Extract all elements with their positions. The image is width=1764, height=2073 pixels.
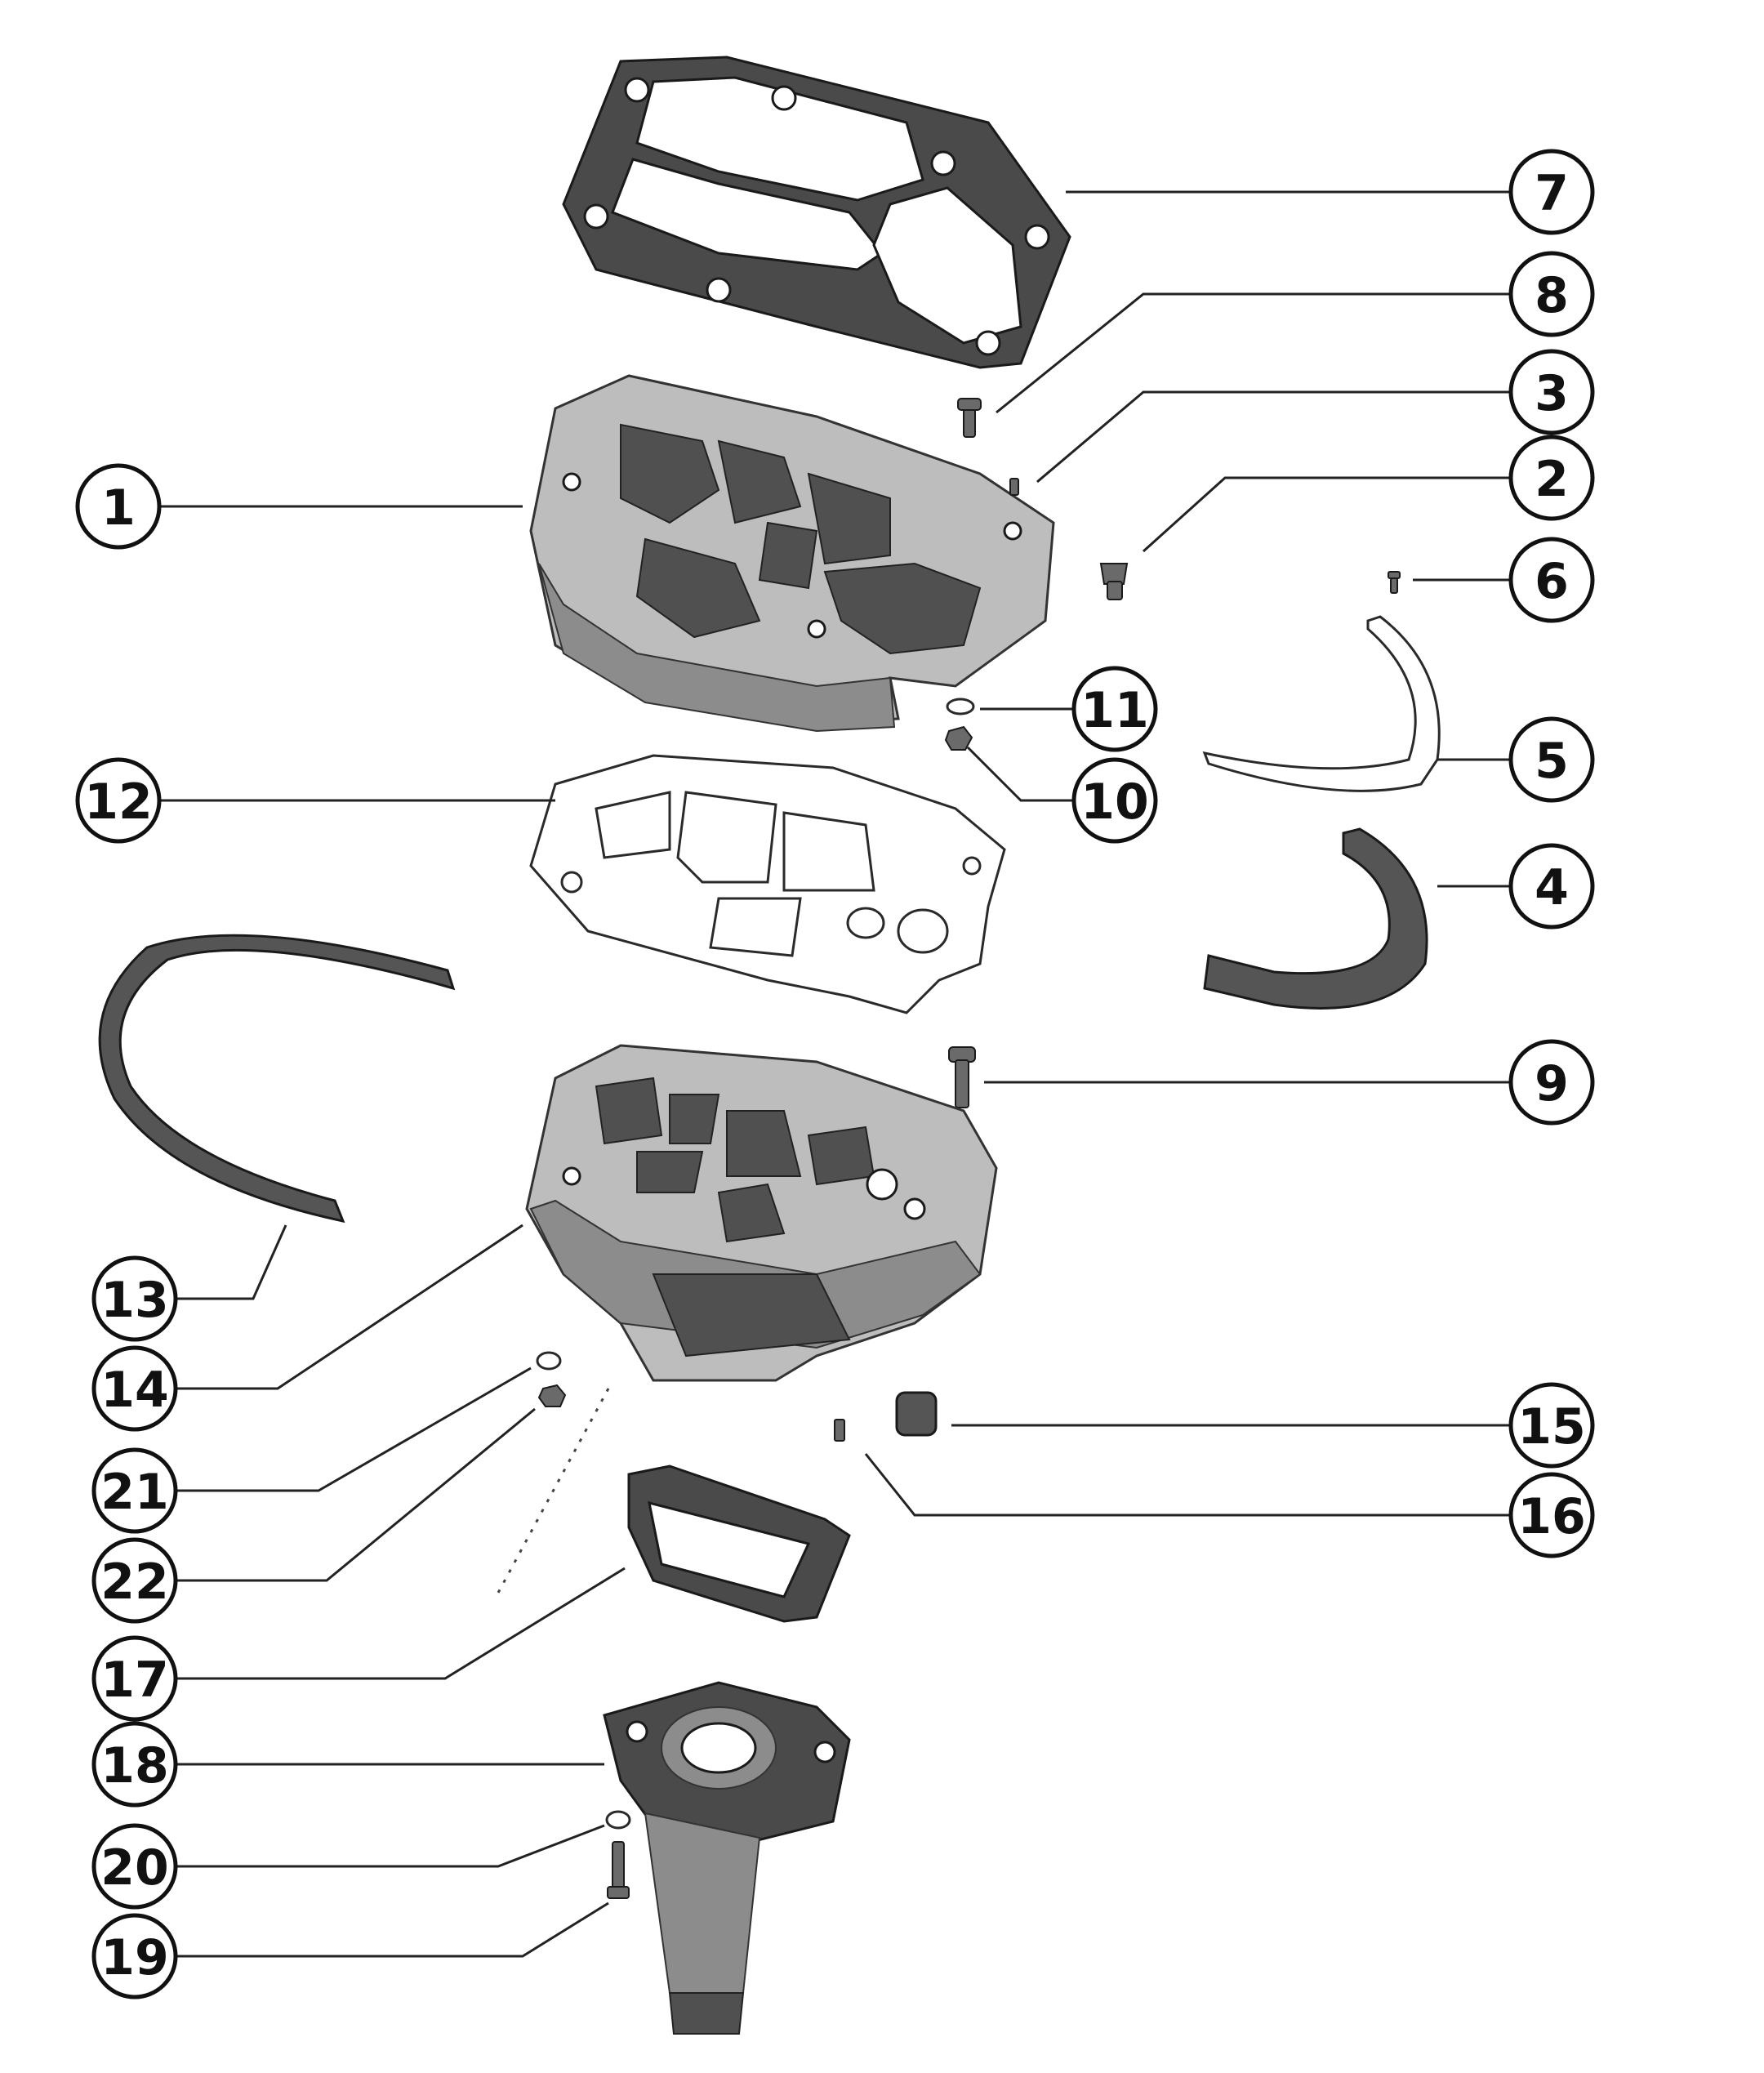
svg-text:6: 6: [1535, 553, 1569, 610]
callout-2: 2: [1508, 435, 1595, 521]
leader-20: [176, 1824, 605, 1868]
leader-2: [1142, 476, 1511, 553]
leader-22: [176, 1407, 536, 1582]
callout-20: 20: [91, 1823, 178, 1910]
leader-lines: [159, 190, 1511, 1958]
leader-19: [176, 1901, 609, 1958]
leader-14: [176, 1224, 523, 1390]
callout-13: 13: [91, 1255, 178, 1342]
part-17-small-gasket: [627, 1464, 851, 1623]
leader-21: [176, 1366, 532, 1492]
callout-22: 22: [91, 1537, 178, 1624]
svg-text:3: 3: [1535, 365, 1569, 422]
svg-text:2: 2: [1535, 451, 1569, 508]
part-1-upper-casting: [529, 374, 1055, 733]
callout-21: 21: [91, 1447, 178, 1534]
part-20-washer: [605, 1810, 631, 1830]
svg-text:10: 10: [1080, 773, 1149, 831]
callout-8: 8: [1508, 251, 1595, 337]
callout-10: 10: [1071, 757, 1158, 844]
callout-15: 15: [1508, 1382, 1595, 1469]
svg-text:11: 11: [1080, 682, 1149, 739]
leader-13: [176, 1224, 287, 1300]
callout-18: 18: [91, 1721, 178, 1808]
callout-12: 12: [75, 757, 162, 844]
svg-text:4: 4: [1535, 859, 1569, 916]
svg-text:14: 14: [100, 1362, 169, 1419]
part-10-nut: [944, 725, 973, 751]
svg-text:19: 19: [100, 1929, 169, 1986]
svg-text:5: 5: [1535, 733, 1569, 790]
part-22-nut: [537, 1384, 567, 1407]
svg-text:22: 22: [100, 1554, 169, 1611]
callout-19: 19: [91, 1913, 178, 1999]
svg-text:21: 21: [100, 1464, 169, 1521]
part-18-housing: [603, 1681, 851, 2035]
part-3-pin: [1009, 478, 1019, 496]
callouts: 7 8 3 2 1 6 11 5 12 10 4 9 13 14 15 21 1…: [75, 149, 1595, 1999]
part-9-bolt: [948, 1046, 976, 1108]
callout-17: 17: [91, 1635, 178, 1722]
callout-9: 9: [1508, 1039, 1595, 1126]
part-12-middle-gasket: [529, 754, 1006, 1014]
leader-17: [176, 1567, 626, 1680]
svg-text:12: 12: [84, 773, 153, 831]
svg-text:9: 9: [1535, 1055, 1569, 1112]
callout-3: 3: [1508, 349, 1595, 435]
part-11-washer: [946, 698, 975, 716]
leader-3: [1036, 390, 1511, 484]
part-2-plug: [1099, 563, 1129, 600]
part-13-rubber-strip: [98, 934, 456, 1224]
leader-16: [864, 1453, 1511, 1517]
callout-1: 1: [75, 463, 162, 550]
callout-11: 11: [1071, 666, 1158, 752]
callout-5: 5: [1508, 716, 1595, 803]
callout-4: 4: [1508, 843, 1595, 930]
svg-text:7: 7: [1535, 165, 1569, 222]
part-5-retainer-strip: [1202, 615, 1441, 792]
callout-7: 7: [1508, 149, 1595, 235]
leader-dotted: [497, 1388, 610, 1594]
svg-text:13: 13: [100, 1272, 169, 1329]
part-6-screw: [1388, 571, 1401, 594]
callout-16: 16: [1508, 1472, 1595, 1558]
svg-text:15: 15: [1517, 1398, 1586, 1456]
svg-text:20: 20: [100, 1839, 169, 1897]
svg-text:17: 17: [100, 1652, 169, 1709]
part-8-screw: [957, 398, 982, 438]
leader-10: [966, 746, 1074, 802]
part-7-top-gasket: [562, 56, 1071, 369]
svg-text:16: 16: [1517, 1488, 1586, 1545]
leader-8: [996, 292, 1511, 414]
callout-6: 6: [1508, 537, 1595, 623]
part-15-bushing: [895, 1391, 938, 1437]
svg-text:8: 8: [1535, 267, 1569, 324]
part-4-seal: [1203, 827, 1428, 1010]
svg-text:1: 1: [101, 479, 136, 537]
part-21-washer: [536, 1351, 562, 1371]
part-19-bolt: [607, 1841, 630, 1899]
svg-text:18: 18: [100, 1737, 169, 1794]
part-16-pin: [834, 1419, 845, 1442]
callout-14: 14: [91, 1345, 178, 1432]
part-14-lower-casting: [525, 1044, 998, 1382]
